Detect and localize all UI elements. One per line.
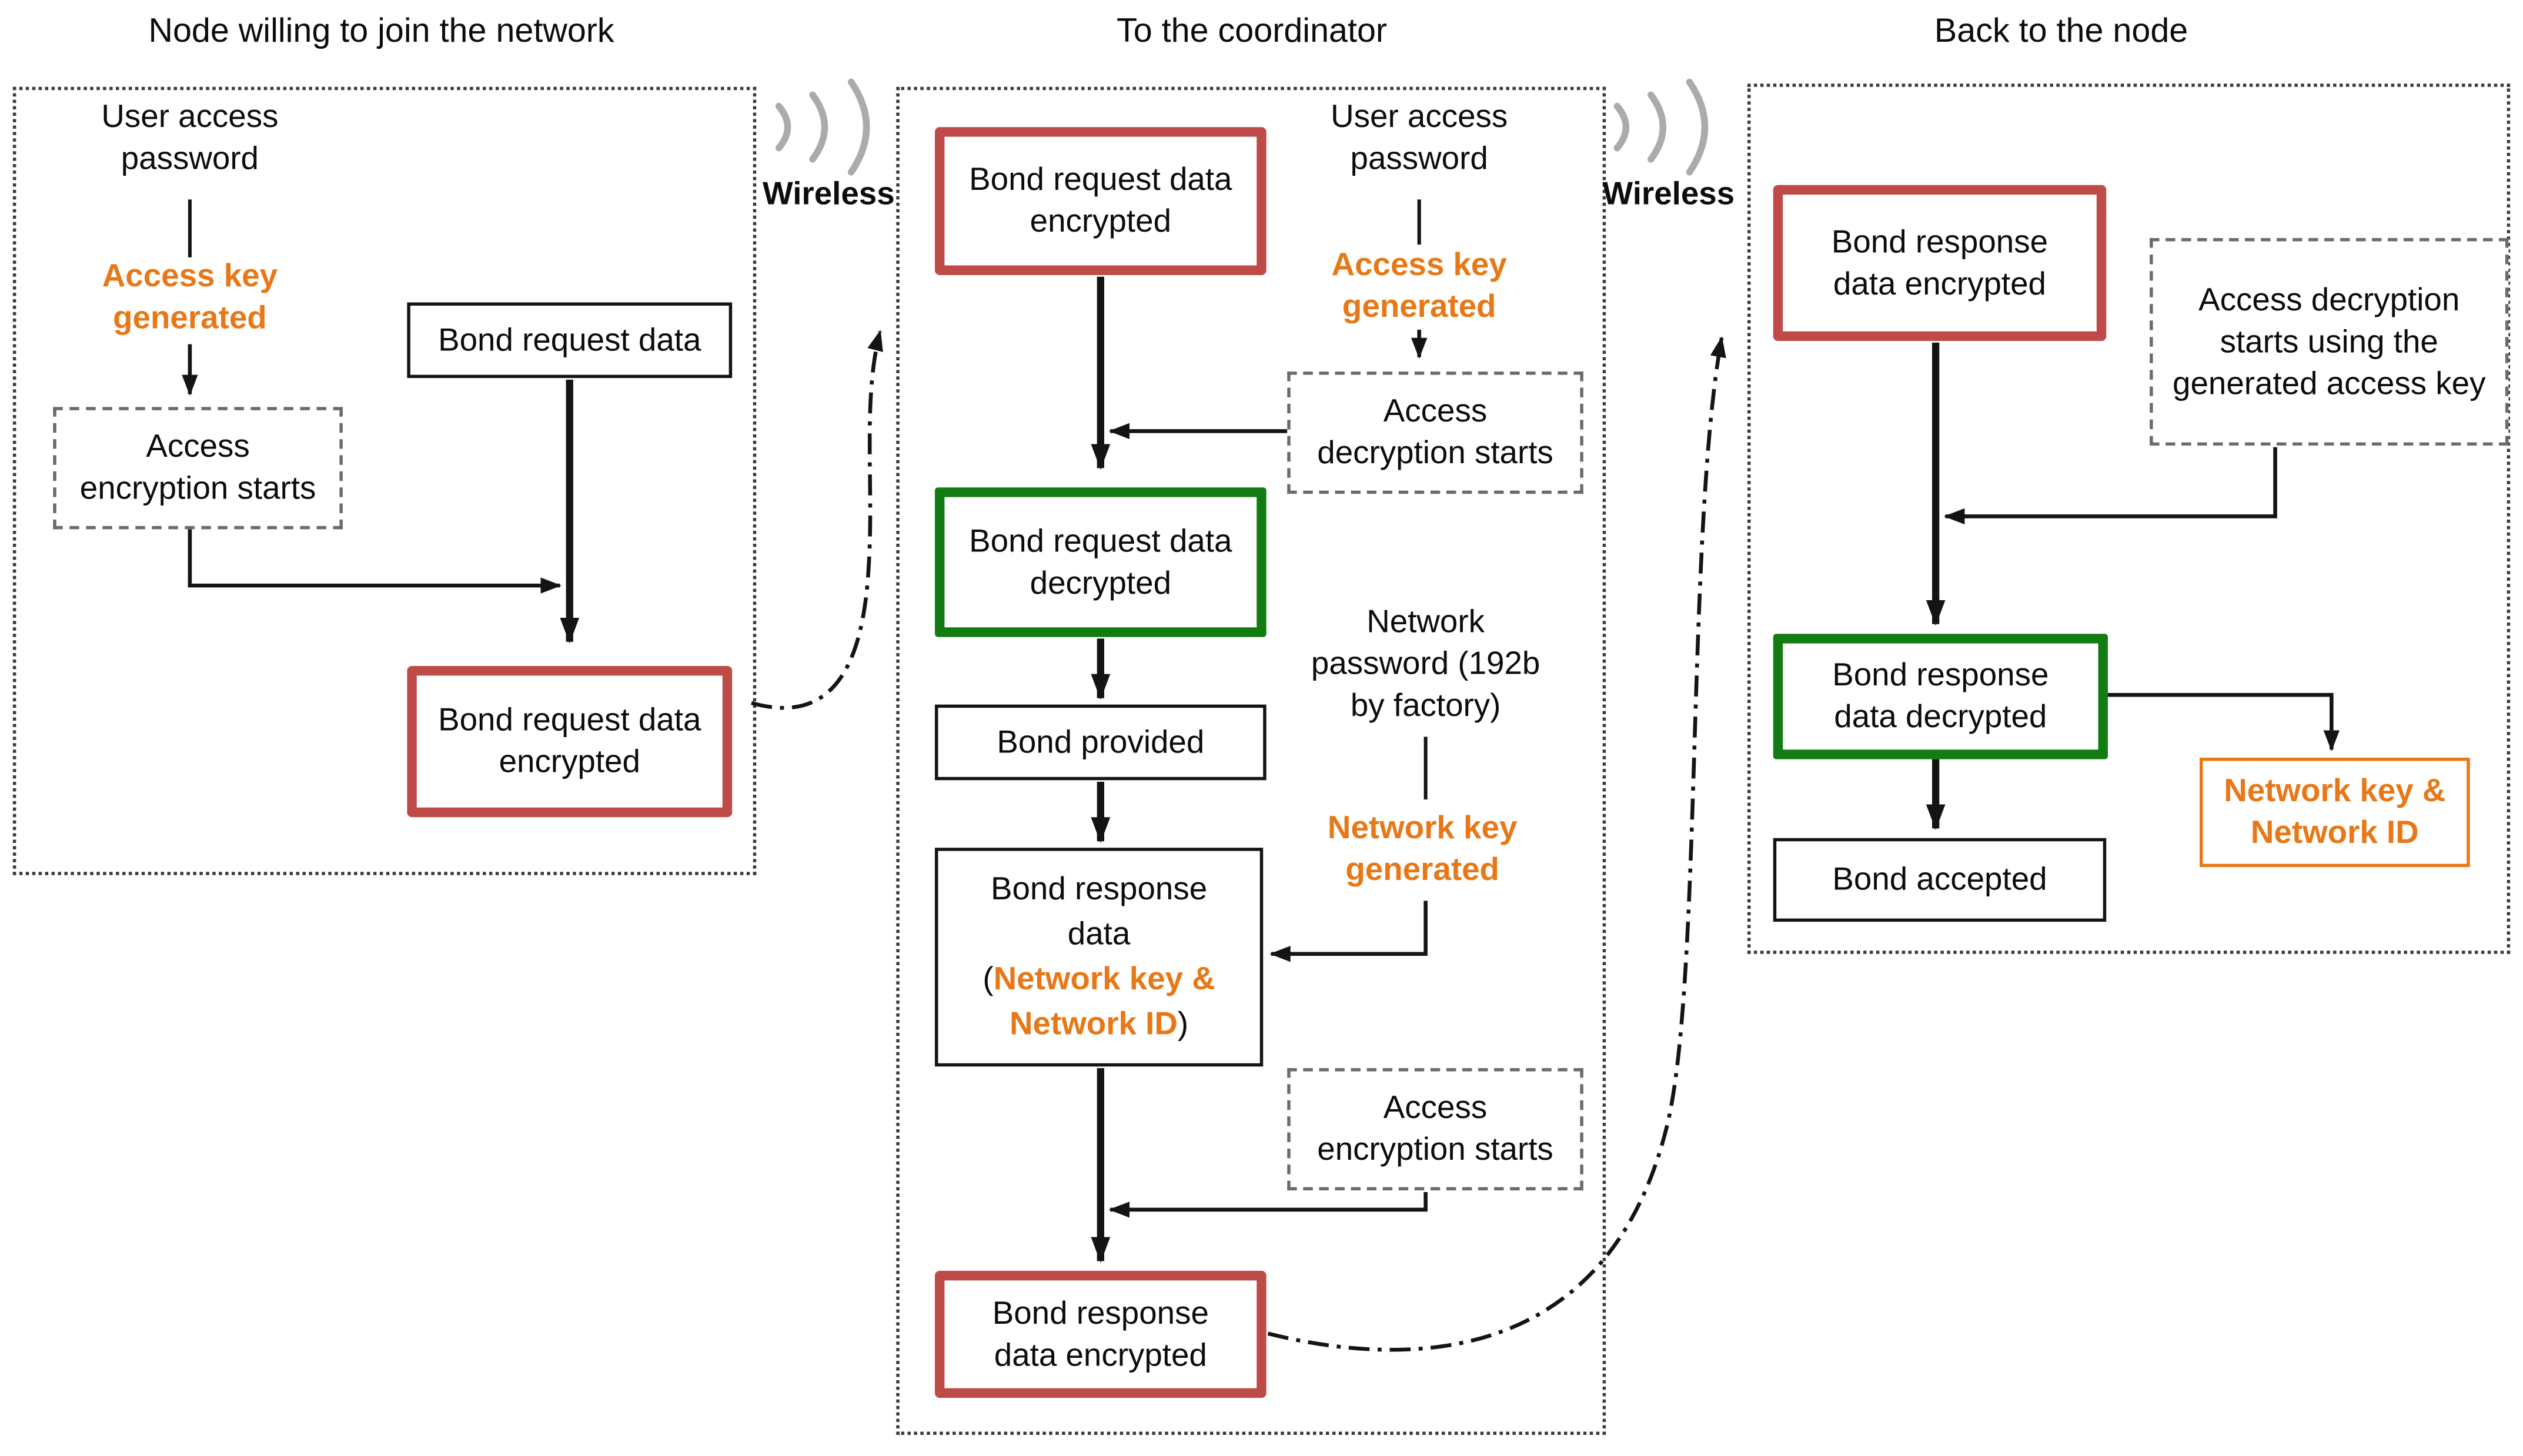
line-network-key-amp: (Network key & bbox=[983, 962, 1215, 998]
label-network-password: Network password (192b by factory) bbox=[1311, 604, 1540, 724]
box-bond-response-data-encrypted-coord: Bond response data encrypted bbox=[934, 1270, 1266, 1398]
wireless-signal-icon bbox=[775, 78, 870, 176]
box-network-key-network-id: Network key & Network ID bbox=[2199, 757, 2470, 868]
box-bond-response-data-encrypted-node: Bond response data encrypted bbox=[1773, 185, 2107, 342]
box-bond-provided: Bond provided bbox=[934, 704, 1266, 781]
label-access-key-generated: Access key generated bbox=[102, 259, 278, 336]
panel-back-to-node bbox=[1747, 83, 2511, 954]
box-access-encryption-starts-coord: Access encryption starts bbox=[1287, 1068, 1583, 1191]
line-network-id: Network ID) bbox=[1010, 1007, 1189, 1043]
wireless-label-2: Wireless bbox=[1602, 177, 1735, 213]
label-user-access-password-coord: User access password bbox=[1331, 99, 1508, 178]
label-user-access-password: User access password bbox=[101, 99, 279, 178]
box-access-decryption-long: Access decryption starts using the gener… bbox=[2150, 238, 2509, 446]
label-access-key-generated-coord: Access key generated bbox=[1331, 247, 1507, 325]
section-title-node-join: Node willing to join the network bbox=[148, 12, 614, 50]
box-access-encryption-starts: Access encryption starts bbox=[53, 407, 343, 530]
wireless-transfer-curve-1 bbox=[751, 330, 883, 710]
box-bond-accepted: Bond accepted bbox=[1773, 838, 2107, 922]
box-access-decryption-starts: Access decryption starts bbox=[1287, 371, 1583, 494]
section-title-back-to-node: Back to the node bbox=[1934, 12, 2188, 50]
box-bond-response-data: Bond response data (Network key & Networ… bbox=[934, 848, 1264, 1067]
label-network-key-generated: Network key generated bbox=[1327, 811, 1518, 888]
box-bond-response-data-decrypted: Bond response data decrypted bbox=[1773, 634, 2108, 759]
box-bond-request-data: Bond request data bbox=[407, 302, 733, 379]
wireless-label-1: Wireless bbox=[763, 177, 895, 213]
box-bond-request-data-encrypted-coord: Bond request data encrypted bbox=[934, 127, 1266, 275]
box-bond-request-data-decrypted: Bond request data decrypted bbox=[934, 487, 1266, 637]
wireless-signal-icon bbox=[1613, 78, 1709, 176]
box-bond-request-data-encrypted: Bond request data encrypted bbox=[407, 665, 733, 818]
section-title-coordinator: To the coordinator bbox=[1117, 12, 1388, 50]
